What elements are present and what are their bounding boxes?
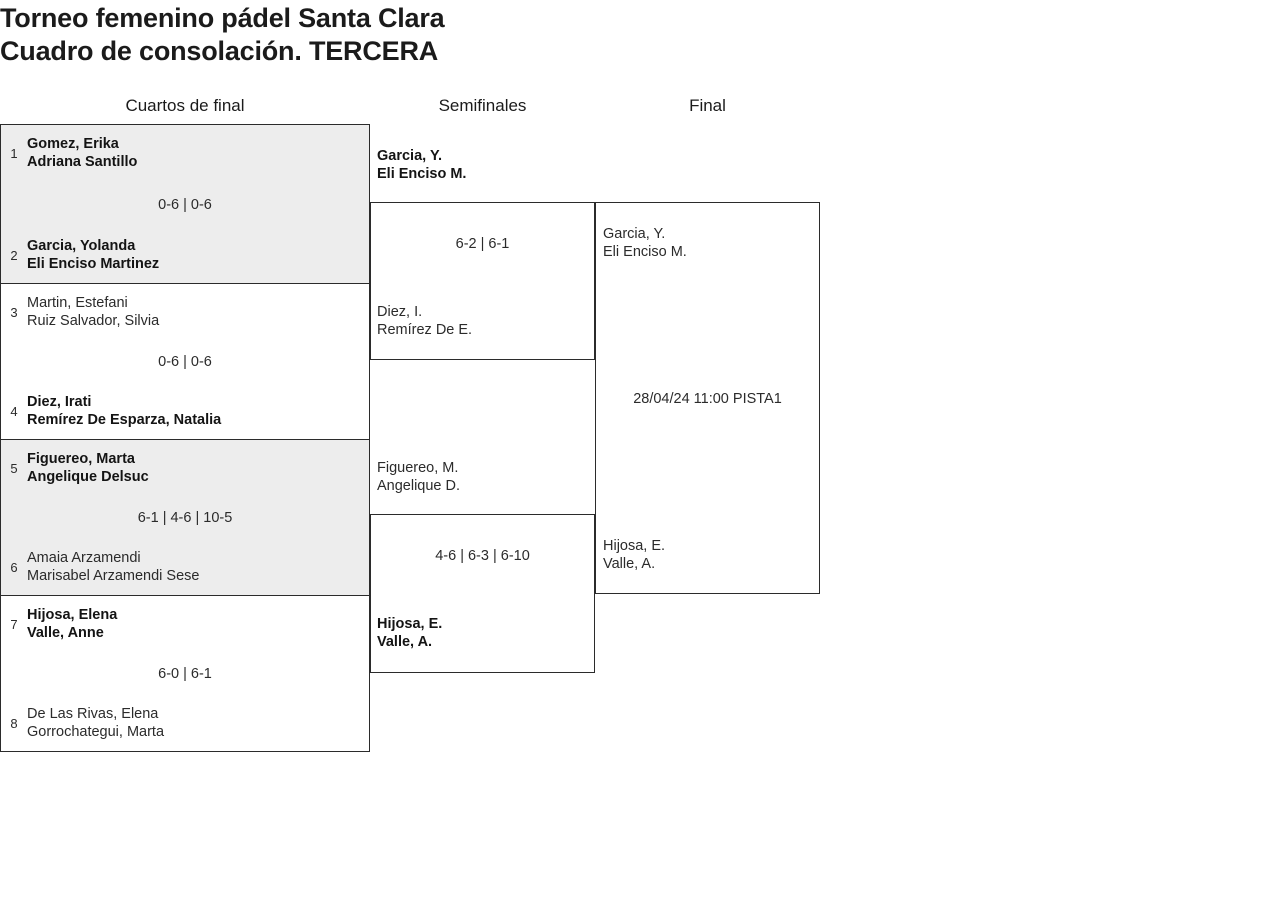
player-name: Hijosa, E. [603, 538, 666, 554]
team-names: Figuereo, Marta Angelique Delsuc [27, 450, 149, 486]
player-name: Adriana Santillo [27, 154, 138, 170]
player-name: Remírez De Esparza, Natalia [27, 412, 222, 428]
seed-number: 3 [10, 304, 18, 320]
seed-number: 6 [10, 559, 18, 575]
seed-number: 1 [10, 145, 18, 161]
semifinal-2-team-bottom[interactable]: Hijosa, E. Valle, A. [377, 615, 442, 651]
tournament-title: Torneo femenino pádel Santa Clara Cuadro… [0, 2, 900, 68]
semifinal-match-2[interactable]: 4-6 | 6-3 | 6-10 [370, 514, 595, 673]
seed-number: 2 [10, 247, 18, 263]
match-score: 0-6 | 0-6 [158, 197, 212, 213]
semifinal-match-1[interactable]: 6-2 | 6-1 [370, 202, 595, 360]
player-name: Angelique Delsuc [27, 469, 149, 485]
player-name: Remírez De E. [377, 322, 473, 338]
team-names: Diez, Irati Remírez De Esparza, Natalia [27, 393, 221, 429]
player-name: Amaia Arzamendi [27, 550, 141, 566]
final-team-bottom[interactable]: Hijosa, E. Valle, A. [603, 537, 665, 573]
tournament-title-line-2: Cuadro de consolación. TERCERA [0, 36, 439, 66]
team-names: Garcia, Yolanda Eli Enciso Martinez [27, 237, 159, 273]
seed-number: 5 [10, 460, 18, 476]
match-score: 0-6 | 0-6 [158, 354, 212, 370]
player-name: Garcia, Yolanda [27, 238, 136, 254]
seed-number: 7 [10, 616, 18, 632]
player-name: Marisabel Arzamendi Sese [27, 568, 200, 584]
team-names: Hijosa, Elena Valle, Anne [27, 606, 117, 642]
quarterfinal-match-3[interactable]: 5 Figuereo, Marta Angelique Delsuc 6-1 |… [0, 439, 370, 596]
player-name: Eli Enciso M. [377, 166, 467, 182]
match-team-bottom[interactable]: 4 Diez, Irati Remírez De Esparza, Natali… [1, 393, 369, 429]
player-name: Figuereo, M. [377, 460, 459, 476]
player-name: Eli Enciso M. [603, 244, 687, 260]
match-team-bottom[interactable]: 2 Garcia, Yolanda Eli Enciso Martinez [1, 237, 369, 273]
match-score: 6-0 | 6-1 [158, 666, 212, 682]
final-match[interactable]: 28/04/24 11:00 PISTA1 [595, 202, 820, 594]
quarterfinal-match-4[interactable]: 7 Hijosa, Elena Valle, Anne 6-0 | 6-1 8 … [0, 595, 370, 752]
player-name: Gomez, Erika [27, 136, 119, 152]
match-team-top[interactable]: 5 Figuereo, Marta Angelique Delsuc [1, 450, 369, 486]
quarterfinal-match-1[interactable]: 1 Gomez, Erika Adriana Santillo 0-6 | 0-… [0, 124, 370, 284]
semifinal-2-team-top[interactable]: Figuereo, M. Angelique D. [377, 459, 460, 495]
round-header-final: Final [689, 96, 726, 115]
semifinal-1-team-top[interactable]: Garcia, Y. Eli Enciso M. [377, 147, 466, 183]
match-score: 6-1 | 4-6 | 10-5 [137, 510, 233, 526]
player-name: Martin, Estefani [27, 295, 128, 311]
player-name: Hijosa, Elena [27, 607, 118, 623]
round-header-quarterfinals: Cuartos de final [125, 96, 245, 115]
player-name: Valle, A. [603, 556, 656, 572]
match-team-bottom[interactable]: 6 Amaia Arzamendi Marisabel Arzamendi Se… [1, 549, 369, 585]
player-name: Ruiz Salvador, Silvia [27, 313, 160, 329]
round-header-semifinals: Semifinales [438, 96, 527, 115]
player-name: Angelique D. [377, 478, 461, 494]
quarterfinal-match-2[interactable]: 3 Martin, Estefani Ruiz Salvador, Silvia… [0, 283, 370, 440]
team-names: De Las Rivas, Elena Gorrochategui, Marta [27, 705, 164, 741]
team-names: Amaia Arzamendi Marisabel Arzamendi Sese [27, 549, 199, 585]
player-name: Diez, I. [377, 304, 423, 320]
final-schedule: 28/04/24 11:00 PISTA1 [633, 391, 782, 407]
match-team-bottom[interactable]: 8 De Las Rivas, Elena Gorrochategui, Mar… [1, 705, 369, 741]
semifinal-1-team-bottom[interactable]: Diez, I. Remírez De E. [377, 303, 472, 339]
player-name: Valle, A. [377, 634, 433, 650]
match-team-top[interactable]: 1 Gomez, Erika Adriana Santillo [1, 135, 369, 171]
match-team-top[interactable]: 7 Hijosa, Elena Valle, Anne [1, 606, 369, 642]
match-score: 4-6 | 6-3 | 6-10 [435, 548, 530, 564]
match-team-top[interactable]: 3 Martin, Estefani Ruiz Salvador, Silvia [1, 294, 369, 330]
team-names: Gomez, Erika Adriana Santillo [27, 135, 137, 171]
player-name: Hijosa, E. [377, 616, 443, 632]
player-name: Garcia, Y. [603, 226, 666, 242]
player-name: Garcia, Y. [377, 148, 443, 164]
seed-number: 4 [10, 403, 18, 419]
player-name: Gorrochategui, Marta [27, 724, 165, 740]
match-score: 6-2 | 6-1 [455, 236, 510, 252]
seed-number: 8 [10, 715, 18, 731]
tournament-title-line-1: Torneo femenino pádel Santa Clara [0, 3, 445, 33]
player-name: De Las Rivas, Elena [27, 706, 159, 722]
final-team-top[interactable]: Garcia, Y. Eli Enciso M. [603, 225, 687, 261]
player-name: Eli Enciso Martinez [27, 256, 160, 272]
team-names: Martin, Estefani Ruiz Salvador, Silvia [27, 294, 159, 330]
player-name: Diez, Irati [27, 394, 92, 410]
player-name: Valle, Anne [27, 625, 104, 641]
player-name: Figuereo, Marta [27, 451, 135, 467]
